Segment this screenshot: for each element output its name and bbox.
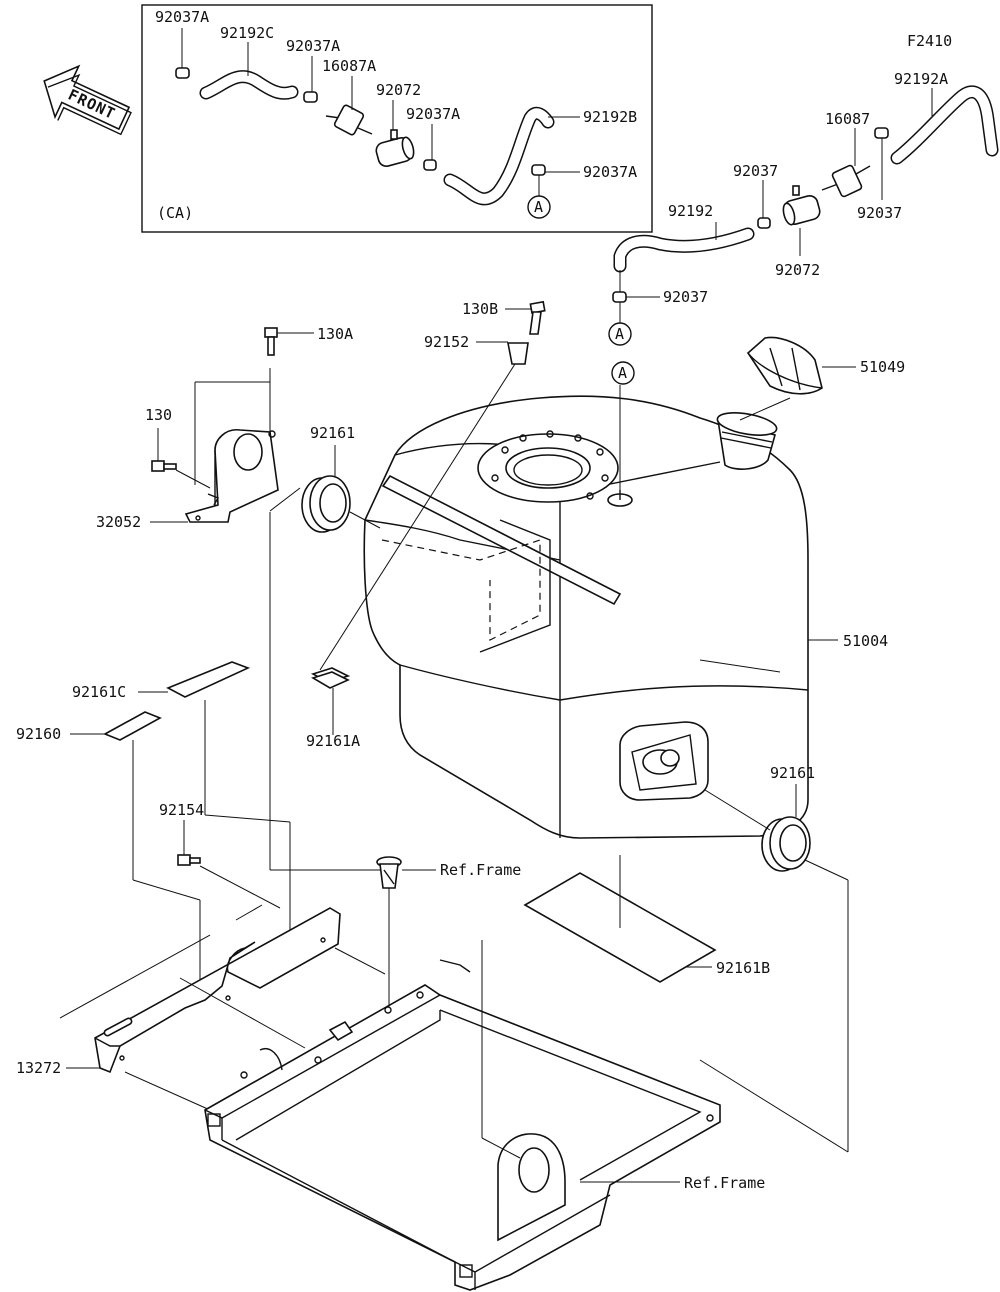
label-92192a: 92192A: [894, 70, 948, 88]
clamp-92037a-1: [175, 67, 190, 79]
callout-a-tank: [611, 361, 635, 385]
filler-cap-51049: 51049: [739, 336, 905, 421]
label-92037a-1: 92037A: [155, 8, 209, 26]
pad-92161a: 92161A: [306, 667, 360, 750]
label-92037a-3: 92037A: [406, 105, 460, 123]
label-ref-frame-1: Ref.Frame: [440, 861, 521, 879]
bolt-92154: 92154: [159, 801, 281, 909]
check-valve-92072: [782, 185, 821, 226]
clamp-92037a-4: [531, 164, 546, 176]
bushing-92152: 92152: [319, 333, 529, 671]
fuel-filter-16087: [821, 164, 871, 198]
pad-92161b: 92161B: [523, 855, 770, 983]
ca-inset-label: (CA): [157, 204, 193, 222]
label-92161b: 92161B: [716, 959, 770, 977]
ca-inset: (CA) A: [141, 4, 653, 233]
push-rivet: Ref.Frame: [376, 856, 521, 1010]
clamp-92037a-3: [423, 159, 437, 171]
clamp-92037-b: [874, 127, 889, 139]
guard-13272: 13272: [16, 904, 386, 1111]
fuel-filter-16087a: [325, 104, 373, 136]
label-32052: 32052: [96, 513, 141, 531]
bolt-130b: 130B: [462, 300, 546, 335]
check-valve-92072-ca: [375, 129, 415, 167]
label-92161-lower: 92161: [770, 764, 815, 782]
label-92037-b: 92037: [857, 204, 902, 222]
label-16087: 16087: [825, 110, 870, 128]
tank-strap: [381, 474, 622, 606]
bracket-32052: 32052: [96, 368, 395, 871]
frame-ref: Ref.Frame: [204, 940, 765, 1291]
figure-code: F2410: [907, 32, 952, 50]
label-92160: 92160: [16, 725, 61, 743]
label-92072: 92072: [775, 261, 820, 279]
callout-a-inset: [527, 195, 551, 219]
label-92037a-2: 92037A: [286, 37, 340, 55]
label-92037-c: 92037: [663, 288, 708, 306]
callout-a-upper: [608, 322, 632, 346]
label-92072-ca: 92072: [376, 81, 421, 99]
label-92192b: 92192B: [583, 108, 637, 126]
vent-line-assembly: A 92192A 16087 92037 92037 92192 92072 9…: [608, 70, 999, 346]
clamp-92037a-2: [303, 91, 318, 103]
label-16087a: 16087A: [322, 57, 376, 75]
label-51049: 51049: [860, 358, 905, 376]
label-92161-upper: 92161: [310, 424, 355, 442]
label-92154: 92154: [159, 801, 204, 819]
grommet-92161-lower: 92161: [699, 764, 849, 1153]
label-13272: 13272: [16, 1059, 61, 1077]
pad-92161c: 92161C: [72, 661, 291, 930]
label-ref-frame-2: Ref.Frame: [684, 1174, 765, 1192]
label-51004: 51004: [843, 632, 888, 650]
callout-a-inset-text: A: [534, 198, 543, 216]
clamp-92037-c: [612, 291, 627, 303]
fuel-tank-51004: A 51004: [363, 361, 888, 839]
ca-inset-frame: [141, 4, 653, 233]
pad-92160: 92160: [16, 711, 201, 985]
label-92037a-4: 92037A: [583, 163, 637, 181]
front-direction-arrow: FRONT: [43, 64, 132, 136]
label-130: 130: [145, 406, 172, 424]
label-130b: 130B: [462, 300, 498, 318]
bolt-130: 130: [145, 406, 177, 472]
label-92161a: 92161A: [306, 732, 360, 750]
callout-a-upper-text: A: [615, 325, 624, 343]
clamp-92037-a: [757, 217, 771, 229]
label-92152: 92152: [424, 333, 469, 351]
bolt-130a: 130A: [264, 325, 353, 356]
label-92037-a: 92037: [733, 162, 778, 180]
label-130a: 130A: [317, 325, 353, 343]
label-92161c: 92161C: [72, 683, 126, 701]
callout-a-tank-text: A: [618, 364, 627, 382]
grommet-92161-upper: 92161: [301, 424, 381, 533]
label-92192: 92192: [668, 202, 713, 220]
label-92192c: 92192C: [220, 24, 274, 42]
